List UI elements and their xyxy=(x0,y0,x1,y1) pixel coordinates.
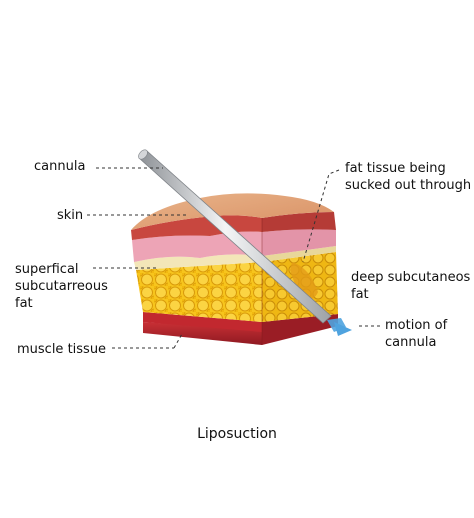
muscle-layer-side xyxy=(262,314,338,345)
tissue-block-front xyxy=(131,215,262,345)
muscle-layer-front xyxy=(143,322,262,345)
label-muscle-tissue: muscle tissue xyxy=(17,342,107,357)
epidermis-layer-front xyxy=(131,215,262,240)
label-deep-fat: deep subcutaneos fat xyxy=(351,270,471,302)
label-cannula: cannula xyxy=(34,159,86,174)
dermis-layer-side xyxy=(262,229,336,256)
leader-muscle-up xyxy=(173,333,183,349)
label-superficial-fat: superfical subcutarreous fat xyxy=(15,262,108,311)
figure-caption: Liposuction xyxy=(197,426,277,442)
label-fat-tissue-sucked: fat tissue being sucked out through xyxy=(345,161,472,193)
suction-channel xyxy=(290,262,318,300)
label-skin: skin xyxy=(57,208,84,223)
leader-lines xyxy=(87,167,380,349)
label-motion-of-cannula: motion of cannula xyxy=(385,318,448,350)
cannula-instrument xyxy=(138,149,352,336)
superficial-fat-layer-front xyxy=(136,262,262,322)
skin-surface xyxy=(131,193,334,230)
epidermis-layer-side xyxy=(262,212,336,232)
